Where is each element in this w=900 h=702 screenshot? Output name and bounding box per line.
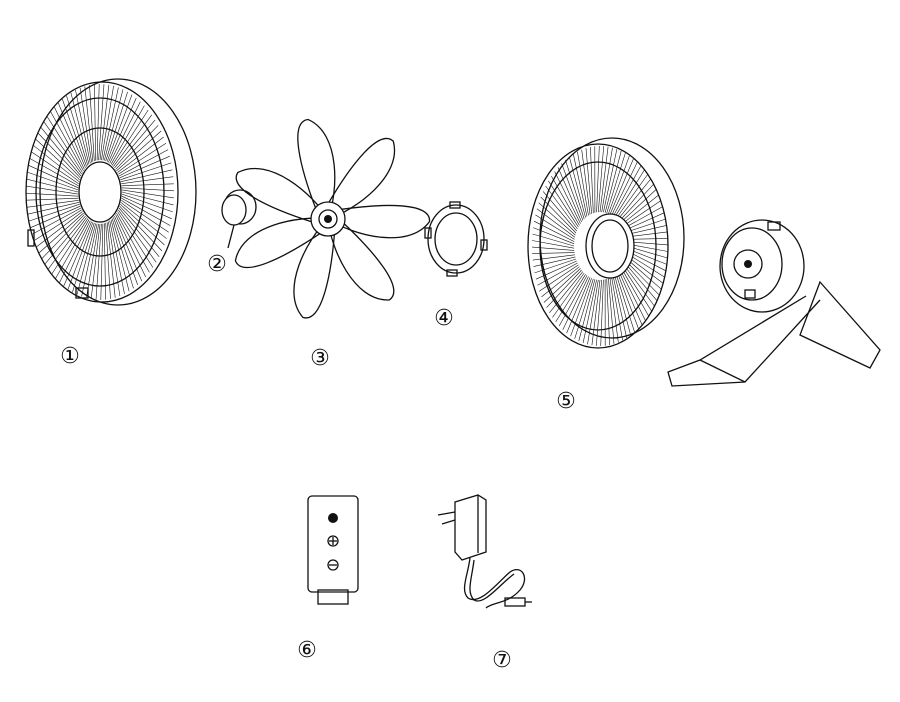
grille-wire [112, 110, 148, 165]
grille-wire [51, 112, 84, 171]
grille-wire [52, 219, 88, 274]
grille-wire [101, 224, 103, 300]
grille-wire [28, 202, 80, 214]
power-adapter-drawing [438, 495, 532, 608]
grille-wire [569, 157, 585, 218]
part-label-6: ⑥ [292, 636, 322, 666]
part-label-1: ① [55, 342, 85, 372]
grille-wire [26, 193, 78, 196]
grille-wire [118, 210, 156, 262]
grille-wire [122, 188, 174, 191]
grille-wire [533, 255, 575, 260]
grille-wire [27, 200, 79, 207]
grille-wire [116, 125, 159, 169]
grille-wire [122, 184, 174, 186]
grille-wire [616, 273, 635, 332]
blade-cap-drawing [222, 190, 256, 248]
grille-wire [115, 120, 156, 168]
part-label-7: ⑦ [487, 646, 517, 676]
remote-control-drawing [308, 496, 358, 604]
grille-wire [94, 84, 95, 160]
grille-wire [121, 177, 173, 184]
grille-wire [42, 215, 85, 259]
grille-wire [534, 257, 576, 267]
grille-wire [72, 223, 94, 292]
grille-wire [116, 215, 146, 277]
grille-wire [117, 213, 150, 272]
grille-wire [44, 122, 82, 175]
grille-wire [97, 84, 99, 160]
part-label-2: ② [202, 250, 232, 280]
grille-ring-drawing [425, 202, 487, 276]
grille-wire [45, 216, 86, 264]
grille-wire [532, 247, 574, 250]
grille-wire [532, 253, 574, 254]
rear-grille-drawing [528, 138, 684, 348]
part-label-3: ③ [305, 344, 335, 374]
grille-wire [118, 212, 153, 268]
grille-wire [48, 217, 86, 269]
grille-wire [605, 151, 621, 213]
grille-wire [54, 107, 84, 169]
grille-wire [602, 148, 613, 212]
grille-wire [121, 170, 173, 182]
grille-wire [106, 92, 128, 161]
grille-wire [26, 198, 78, 200]
grille-wire [113, 115, 151, 167]
grille-wire [47, 117, 82, 173]
front-grille-drawing [26, 79, 196, 305]
part-label-4: ④ [429, 304, 459, 334]
part-label-5: ⑤ [551, 387, 581, 417]
grille-wire [104, 223, 105, 299]
fan-blade-drawing [230, 115, 432, 318]
motor-base-drawing [668, 220, 880, 386]
